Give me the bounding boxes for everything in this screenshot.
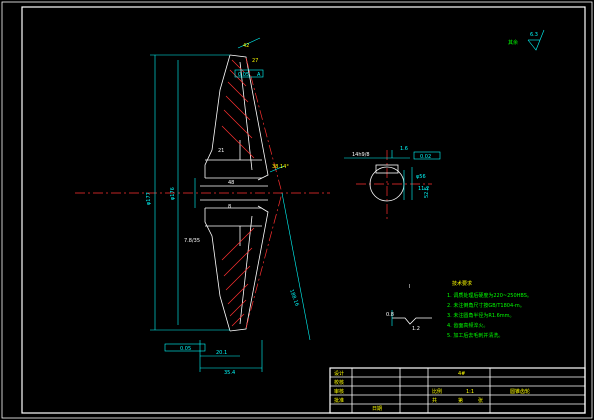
tech-item-4: 4. 齿面高频淬火。 xyxy=(447,322,488,329)
tb-qty: 共 xyxy=(432,397,437,404)
dim-len-a: 20.1 xyxy=(216,350,227,356)
tb-scale: 1:1 xyxy=(466,389,474,395)
sec-key: 14h9/8 xyxy=(352,152,370,158)
dim-pitch-dia: φ176 xyxy=(170,187,176,200)
roughness-symbol xyxy=(527,29,545,51)
cone-line-lower xyxy=(245,192,283,329)
tb-page: 张 xyxy=(478,397,483,404)
dim-hub-small: 21 xyxy=(218,148,224,154)
tb-part: 4# xyxy=(458,371,465,377)
section-hatching xyxy=(221,59,255,327)
tb-design: 设计 xyxy=(334,370,344,377)
dim-cone: 188.16 xyxy=(288,289,300,307)
sec-hub: 52.5 xyxy=(424,187,430,198)
sec-dia: φ56 xyxy=(416,174,426,180)
tech-title: 技术要求 xyxy=(452,280,472,287)
roughness-label: 其余 xyxy=(508,39,518,46)
detail-a: 0.8 xyxy=(386,312,394,318)
gear-profile-upper xyxy=(200,54,269,187)
dim-chamfer: 7.8/35 xyxy=(184,238,200,244)
tb-sheet: 第 xyxy=(458,397,463,404)
dim-angle-right: 38.14° xyxy=(272,164,289,170)
gear-profile-lower xyxy=(200,199,269,332)
dim-face-width: 42 xyxy=(243,43,249,49)
section-view xyxy=(344,150,441,202)
inner-frame xyxy=(21,6,586,414)
tb-approve: 批准 xyxy=(334,397,344,404)
tb-date: 日期 xyxy=(372,406,382,412)
tb-scale-label: 比例 xyxy=(432,388,442,395)
tech-item-5: 5. 加工后去毛刺并清洗。 xyxy=(447,332,503,339)
tb-name: 圆锥齿轮 xyxy=(510,388,530,395)
dim-runout-bottom: 0.05 xyxy=(180,346,191,352)
detail-label: I xyxy=(409,284,410,290)
sec-depth: 1.6 xyxy=(400,146,408,152)
tech-item-2: 2. 未注倒角尺寸按GB/T1804-m。 xyxy=(447,302,525,309)
sec-small: 11.2 xyxy=(418,186,429,192)
dim-datum-a-top: A xyxy=(257,72,261,78)
roughness-value: 6.3 xyxy=(530,32,538,38)
dim-bore: 48 xyxy=(228,180,234,186)
title-block xyxy=(329,367,586,414)
dim-angle-top: 27 xyxy=(252,58,258,64)
dim-len-b: 35.4 xyxy=(224,370,235,376)
dimension-lines xyxy=(150,37,311,372)
tb-check: 校核 xyxy=(334,379,344,386)
tech-item-3: 3. 未注圆角半径为R1.6mm。 xyxy=(447,312,515,319)
sec-tol: 0.02 xyxy=(420,154,431,160)
detail-b: 1.2 xyxy=(412,326,420,332)
dim-hub-dim: 8 xyxy=(228,204,231,210)
tb-review: 审核 xyxy=(334,388,344,395)
tech-item-1: 1. 调质处理后硬度为220~250HBS。 xyxy=(447,292,532,299)
dim-outer-dia: φ177 xyxy=(146,192,152,205)
dim-runout-top: 0.05 xyxy=(238,72,249,78)
cone-line-upper xyxy=(245,57,283,194)
detail-sketch xyxy=(391,310,432,326)
